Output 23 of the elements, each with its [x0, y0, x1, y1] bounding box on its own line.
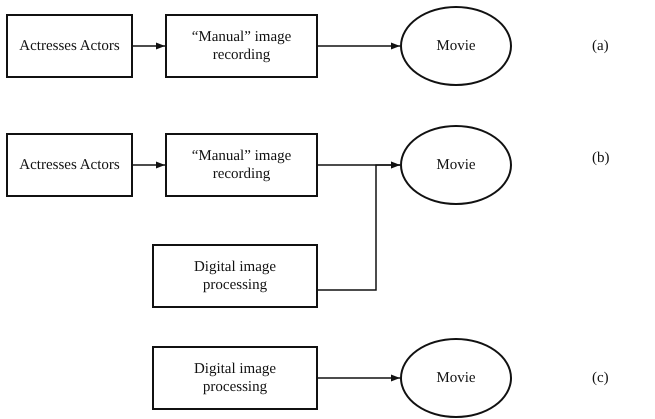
panel-label: (c)	[592, 370, 609, 387]
process-box	[6, 133, 133, 197]
panel-label: (a)	[592, 38, 609, 55]
node-label: Digital image processing	[192, 258, 278, 294]
arrow	[318, 374, 400, 382]
node-label: Movie	[435, 156, 477, 174]
panel-label: (b)	[592, 150, 610, 167]
node-label: Actresses Actors	[18, 156, 121, 174]
process-box	[152, 346, 318, 410]
arrow	[133, 162, 165, 168]
node-label: Actresses Actors	[18, 37, 121, 55]
node-label: Movie	[435, 369, 477, 387]
arrow	[318, 162, 400, 291]
node-label: “Manual” image recording	[190, 28, 292, 64]
node-label: “Manual” image recording	[190, 147, 292, 183]
node-label: Digital image processing	[192, 360, 278, 396]
process-box	[6, 14, 133, 78]
process-box	[165, 14, 318, 78]
process-box	[165, 133, 318, 197]
arrow	[318, 42, 400, 50]
node-label: Movie	[435, 37, 477, 55]
process-box	[152, 244, 318, 308]
arrow	[133, 42, 165, 50]
